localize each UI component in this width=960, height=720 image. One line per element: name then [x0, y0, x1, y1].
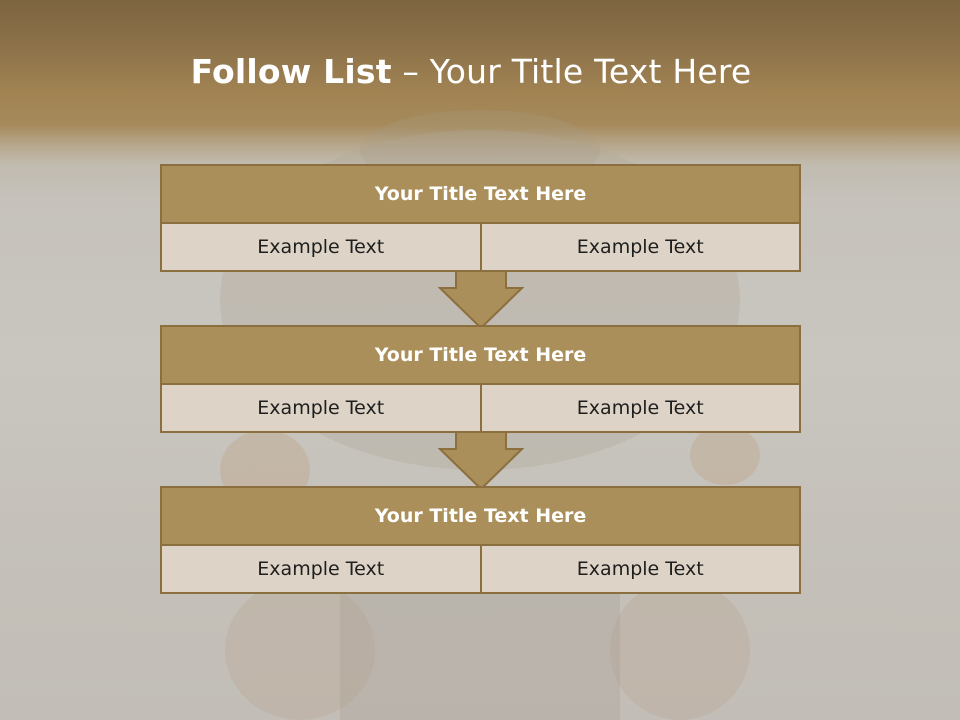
down-arrow-icon [438, 431, 524, 491]
step-block-row: Example Text Example Text [162, 546, 799, 592]
step-block-3: Your Title Text Here Example Text Exampl… [160, 486, 801, 594]
page-title-rest: – Your Title Text Here [391, 52, 752, 91]
step-block-title: Your Title Text Here [162, 327, 799, 385]
step-block-title: Your Title Text Here [162, 166, 799, 224]
step-block-cell-left: Example Text [162, 385, 480, 431]
page-title: Follow List – Your Title Text Here [0, 52, 942, 91]
down-arrow-icon [438, 270, 524, 330]
step-block-1: Your Title Text Here Example Text Exampl… [160, 164, 801, 272]
page-title-strong: Follow List [190, 52, 392, 91]
step-block-row: Example Text Example Text [162, 224, 799, 270]
step-block-2: Your Title Text Here Example Text Exampl… [160, 325, 801, 433]
step-block-row: Example Text Example Text [162, 385, 799, 431]
step-block-cell-left: Example Text [162, 224, 480, 270]
step-block-cell-right: Example Text [479, 385, 799, 431]
step-block-cell-right: Example Text [479, 224, 799, 270]
step-block-cell-left: Example Text [162, 546, 480, 592]
step-block-title: Your Title Text Here [162, 488, 799, 546]
step-block-cell-right: Example Text [479, 546, 799, 592]
